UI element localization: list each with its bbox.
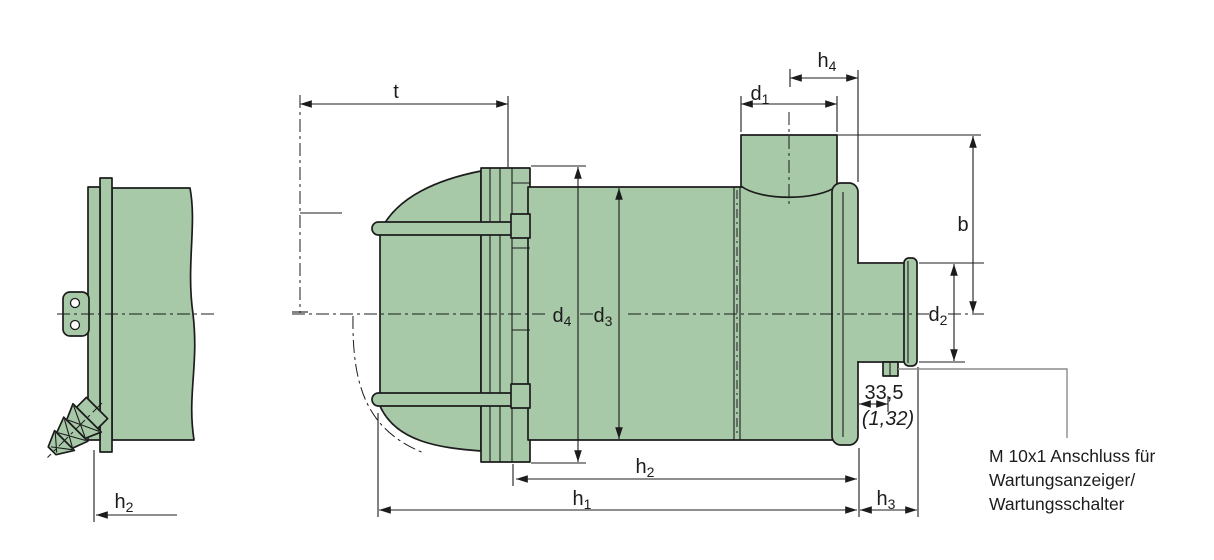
leader-line xyxy=(898,368,1068,438)
clamp-claw-upper xyxy=(510,213,531,239)
clamp-band-upper xyxy=(371,221,523,236)
dim-label-d3: d3 xyxy=(594,305,613,329)
dim-label-port-offset-inches: (1,32) xyxy=(862,408,914,430)
dim-label-b: b xyxy=(957,214,968,236)
latch-hole-bottom xyxy=(69,319,81,331)
annotation-line-1: M 10x1 Anschluss für xyxy=(989,446,1155,466)
dim-label-h1: h1 xyxy=(573,488,592,512)
main-view xyxy=(292,95,984,463)
annotation-line-3: Wartungsschalter xyxy=(989,494,1125,514)
service-port-annotation: M 10x1 Anschluss für Wartungsanzeiger/ W… xyxy=(898,368,1155,514)
dim-label-port-offset: 33,5 xyxy=(865,382,904,404)
latch-hole-top xyxy=(69,297,81,309)
dim-label-t: t xyxy=(393,81,399,103)
service-cover-dome xyxy=(379,170,482,452)
dust-ejection-valve xyxy=(47,396,109,458)
clamp-claw-lower xyxy=(510,383,531,409)
clamp-band-lower xyxy=(371,392,523,407)
dim-label-d2: d2 xyxy=(929,304,948,328)
dim-label-h2-body: h2 xyxy=(636,456,655,480)
service-clearance-lines xyxy=(292,95,425,454)
dim-label-h4: h4 xyxy=(818,50,837,74)
side-view: h2 xyxy=(47,177,214,522)
dimensions: t h4 d1 b d2 d4 d3 33,5 (1,32) h2 xyxy=(299,50,984,517)
dim-label-d4: d4 xyxy=(553,305,572,329)
dim-label-h3: h3 xyxy=(877,488,896,512)
dim-label-d1: d1 xyxy=(751,83,770,107)
side-view-clamp-ring xyxy=(99,177,113,453)
outlet-pipe xyxy=(857,264,905,361)
outlet-bead xyxy=(903,257,918,367)
annotation-line-2: Wartungsanzeiger/ xyxy=(989,470,1135,490)
dim-label-h2-side: h2 xyxy=(115,491,134,515)
flange-section xyxy=(480,167,531,463)
